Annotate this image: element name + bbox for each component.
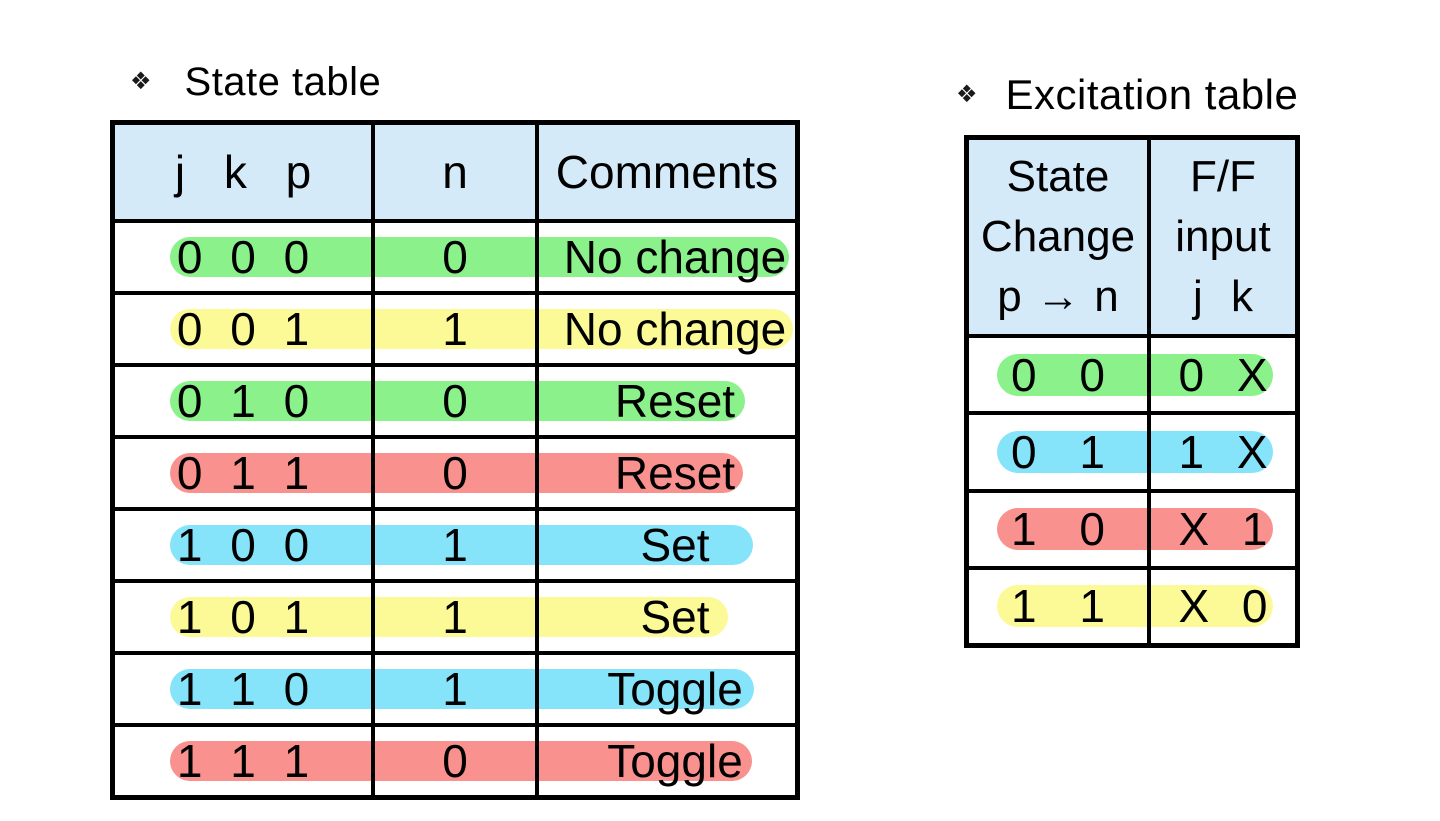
cell-inputs: 0 0 0 (176, 231, 310, 283)
header-cell-ff-input: F/F input j k (1147, 140, 1295, 334)
cell-state-change: 1 0 (1011, 503, 1105, 556)
cell-next-state: 1 (371, 511, 535, 579)
state-table-row: 0 1 0 0 Reset (115, 363, 795, 435)
row-highlight (170, 309, 793, 349)
excitation-table-row: 0 0 0 X (969, 334, 1295, 412)
state-table-row: 1 0 0 1 Set (115, 507, 795, 579)
cell-inputs: 0 1 0 (176, 375, 310, 427)
header-line: F/F (1190, 152, 1256, 201)
row-highlight (997, 430, 1273, 473)
cell-ff-input: 1 X (1147, 415, 1295, 489)
state-table-row: 0 0 1 1 No change (115, 291, 795, 363)
cell-state-change: 0 1 (1011, 425, 1105, 478)
header-cell-n: n (371, 125, 535, 219)
cell-next-state: 0 (371, 367, 535, 435)
row-highlight (170, 669, 754, 709)
cell-inputs: 0 0 1 (176, 303, 310, 355)
cell-next-state: 1 (371, 655, 535, 723)
cell-state-change: 1 1 (1011, 580, 1105, 633)
cell-next-state: 0 (371, 439, 535, 507)
row-highlight (997, 585, 1273, 628)
state-table-title-text: State table (184, 60, 382, 104)
cell-comment: Set (535, 583, 795, 651)
cell-comment: Toggle (535, 727, 795, 795)
state-table-title: ❖ State table (130, 62, 381, 102)
cell-inputs: 1 1 0 (176, 663, 310, 715)
excitation-table-row: 1 0 X 1 (969, 488, 1295, 566)
row-highlight (170, 453, 743, 493)
state-table-row: 0 1 1 0 Reset (115, 435, 795, 507)
diamond-bullet-icon: ❖ (956, 81, 978, 108)
cell-comment: Reset (535, 439, 795, 507)
row-highlight (997, 353, 1273, 396)
row-highlight (170, 525, 753, 565)
excitation-table-row: 0 1 1 X (969, 411, 1295, 489)
state-table: j k p n Comments 0 0 0 0 No change 0 0 1… (110, 120, 800, 800)
header-line: Change (980, 212, 1136, 261)
cell-ff-input: X 0 (1147, 569, 1295, 643)
row-highlight (170, 741, 752, 781)
excitation-table-header-row: State Change p → n F/F input j k (969, 140, 1295, 334)
header-cell-state-change: State Change p → n (969, 140, 1147, 334)
cell-next-state: 1 (371, 583, 535, 651)
state-table-header-row: j k p n Comments (115, 125, 795, 219)
excitation-table-title: ❖ Excitation table (956, 74, 1298, 116)
row-highlight (170, 237, 789, 277)
cell-inputs: 0 1 1 (176, 447, 310, 499)
cell-ff-input: X 1 (1147, 492, 1295, 566)
row-highlight (997, 508, 1273, 551)
header-line: input (1175, 212, 1271, 261)
header-line-jk: j k (1193, 272, 1253, 321)
cell-next-state: 0 (371, 727, 535, 795)
excitation-table-row: 1 1 X 0 (969, 565, 1295, 643)
header-line-p-to-n: p → n (997, 272, 1119, 321)
row-highlight (170, 381, 745, 421)
cell-next-state: 1 (371, 295, 535, 363)
state-table-row: 1 1 0 1 Toggle (115, 651, 795, 723)
cell-state-change: 0 0 (1011, 348, 1105, 401)
excitation-table-title-text: Excitation table (1005, 71, 1299, 118)
cell-comment: Set (535, 511, 795, 579)
cell-comment: Reset (535, 367, 795, 435)
state-table-row: 1 0 1 1 Set (115, 579, 795, 651)
cell-ff-input: 0 X (1147, 338, 1295, 412)
header-cell-jkp: j k p (174, 146, 312, 198)
state-table-row: 1 1 1 0 Toggle (115, 723, 795, 795)
excitation-table: State Change p → n F/F input j k 0 0 0 X… (964, 135, 1300, 648)
cell-inputs: 1 0 0 (176, 519, 310, 571)
header-cell-comments: Comments (535, 125, 795, 219)
cell-comment: No change (535, 223, 795, 291)
cell-inputs: 1 1 1 (176, 735, 310, 787)
header-line: State (1006, 152, 1110, 201)
cell-comment: No change (535, 295, 795, 363)
cell-comment: Toggle (535, 655, 795, 723)
cell-next-state: 0 (371, 223, 535, 291)
row-highlight (170, 597, 728, 637)
state-table-row: 0 0 0 0 No change (115, 219, 795, 291)
cell-inputs: 1 0 1 (176, 591, 310, 643)
diamond-bullet-icon: ❖ (130, 68, 152, 95)
